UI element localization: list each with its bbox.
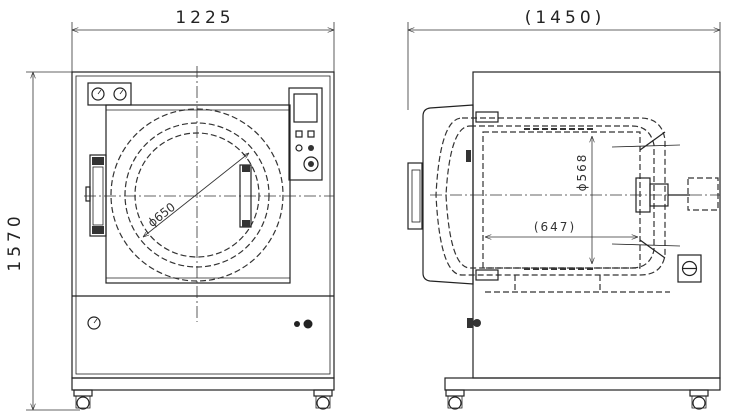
door-side — [422, 104, 474, 285]
rotary-switch-icon — [677, 254, 702, 283]
door-outer-circle — [110, 108, 284, 282]
indicator-lamp-icon — [308, 145, 314, 151]
drain-valve-icon — [467, 318, 481, 328]
door-panel — [105, 104, 291, 284]
door-hinge-icon — [85, 154, 107, 237]
display-screen — [293, 93, 318, 123]
rear-fitting-icon — [611, 131, 719, 259]
side-view: (1450) — [407, 8, 721, 410]
width-label: 1225 — [175, 8, 234, 28]
side-base — [444, 377, 721, 391]
caster-wheel-icon — [689, 389, 709, 410]
button-icon — [295, 130, 303, 138]
width-dimension: 1225 — [71, 8, 335, 72]
door-diameter-line — [143, 153, 249, 237]
selector-knob-icon — [303, 156, 319, 172]
port-icon — [303, 319, 313, 329]
door-diameter-label: ϕ650 — [145, 200, 178, 230]
depth-dimension: (1450) — [407, 8, 721, 110]
drum-outline — [482, 131, 641, 269]
pressure-gauges-icon — [87, 82, 132, 106]
drum-diameter-label: ϕ568 — [575, 153, 589, 192]
base — [71, 377, 335, 391]
port-icon — [294, 321, 300, 327]
caster-wheel-icon — [445, 389, 465, 410]
button-icon — [307, 130, 315, 138]
cabinet-body — [71, 71, 335, 379]
drain-valve-icon — [87, 316, 101, 330]
side-handle-icon — [407, 162, 423, 230]
depth-label: (1450) — [525, 8, 606, 28]
door-handle-icon — [239, 164, 252, 228]
caster-wheel-icon — [73, 389, 93, 410]
front-view: 1225 1570 — [5, 8, 335, 411]
pressure-vessel-outline — [435, 117, 666, 276]
control-panel — [288, 87, 323, 181]
height-dimension: 1570 — [5, 71, 80, 411]
caster-wheel-icon — [313, 389, 333, 410]
drum-depth-label: (647) — [534, 220, 576, 234]
indicator-lamp-icon — [295, 144, 303, 152]
height-label: 1570 — [5, 212, 25, 271]
